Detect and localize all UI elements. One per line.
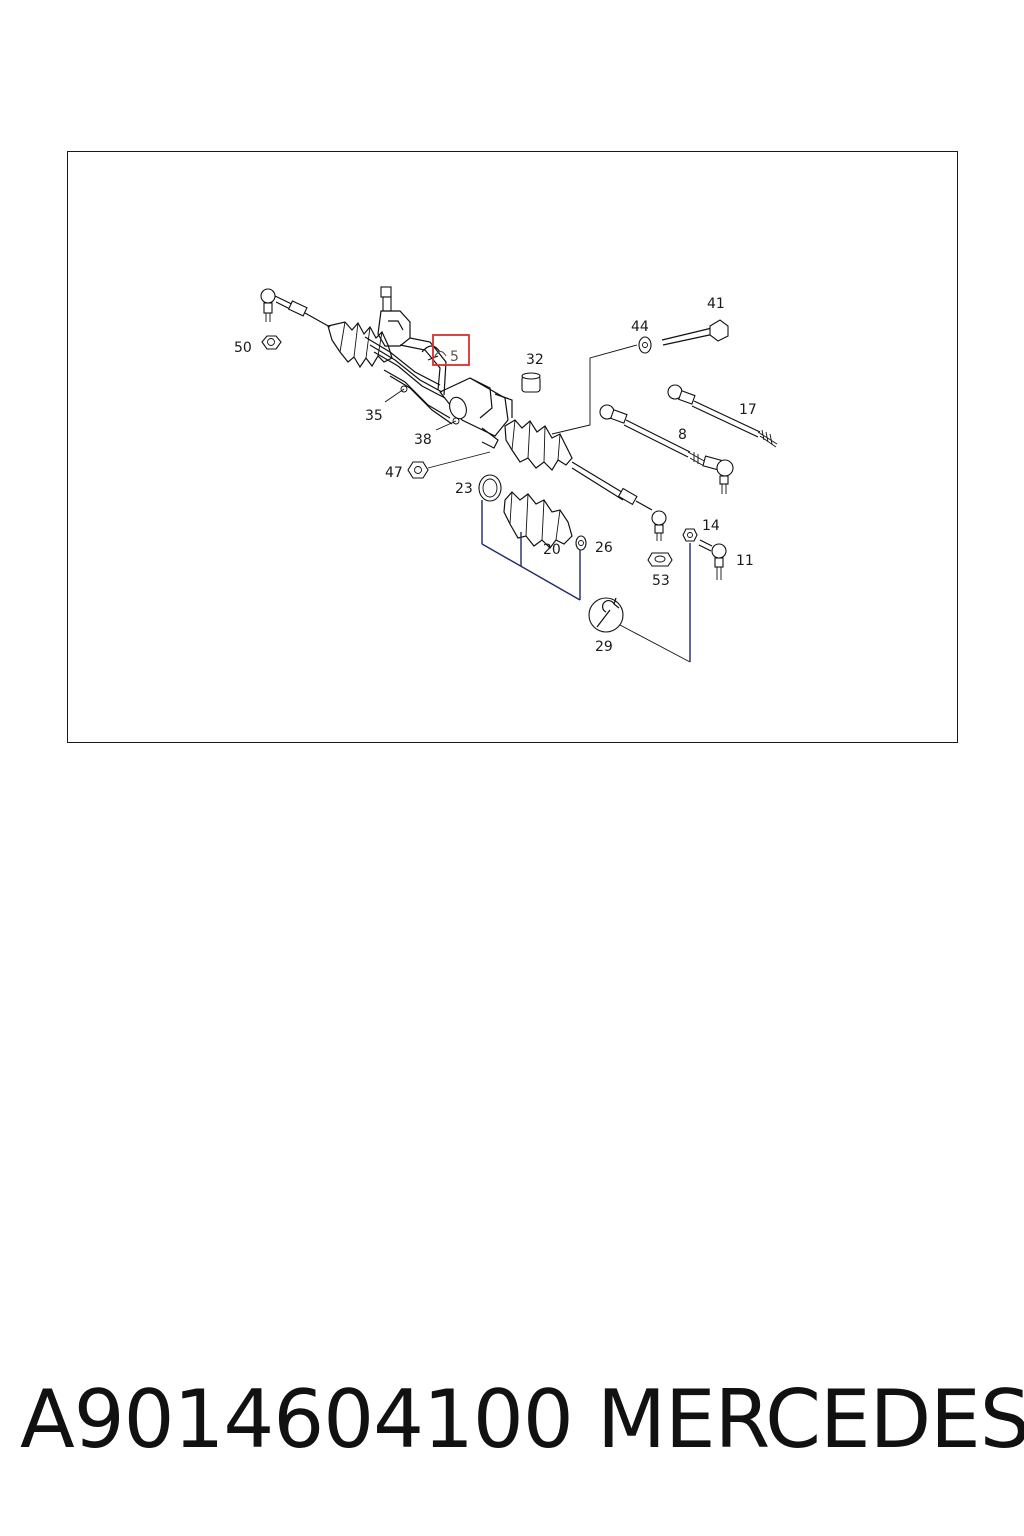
tie-rod-8	[599, 404, 734, 494]
bolt-41	[661, 319, 729, 346]
callout-29: 29	[595, 639, 613, 655]
callout-11: 11	[736, 553, 754, 569]
brand-name: MERCEDES	[597, 1373, 1024, 1466]
rack-housing	[439, 377, 513, 449]
part-number: A9014604100	[20, 1373, 574, 1466]
bushing-32	[521, 372, 541, 393]
nut-47	[407, 461, 429, 479]
left-tie-rod-end	[260, 288, 331, 328]
callout-14: 14	[702, 518, 720, 534]
bellows-20	[503, 491, 573, 549]
nut-14	[682, 528, 698, 542]
nut-53	[647, 552, 673, 567]
callout-32: 32	[526, 352, 544, 368]
right-bellows	[504, 419, 573, 471]
repair-kit-leaders	[481, 500, 691, 663]
callout-5: 5	[450, 349, 459, 365]
steering-rack-diagram: 41 44 50 5 32 17 35 8 38 47 23 14 20 26 …	[234, 286, 778, 663]
part-footer: A9014604100 MERCEDES	[0, 1370, 1024, 1470]
callout-35: 35	[365, 408, 383, 424]
steering-valve-housing	[364, 286, 460, 425]
callout-17: 17	[739, 402, 757, 418]
left-bellows	[327, 321, 393, 369]
nut-50	[261, 335, 282, 350]
tie-rod-end-11	[698, 539, 727, 580]
parts-diagram-frame	[67, 151, 958, 743]
inner-tie-rod-17	[667, 384, 778, 448]
callout-44: 44	[631, 319, 649, 335]
callout-50: 50	[234, 340, 252, 356]
callout-41: 41	[707, 296, 725, 312]
washer-44	[638, 336, 652, 354]
callout-26: 26	[595, 540, 613, 556]
clamp-ring-23	[478, 474, 502, 502]
wrench-icon	[588, 597, 624, 633]
callout-23: 23	[455, 481, 473, 497]
clamp-26	[575, 535, 587, 551]
callout-8: 8	[678, 427, 687, 443]
right-tie-rod	[571, 461, 667, 541]
callout-38: 38	[414, 432, 432, 448]
callout-20: 20	[543, 542, 561, 558]
highlight-box	[432, 334, 470, 366]
callout-47: 47	[385, 465, 403, 481]
callout-53: 53	[652, 573, 670, 589]
